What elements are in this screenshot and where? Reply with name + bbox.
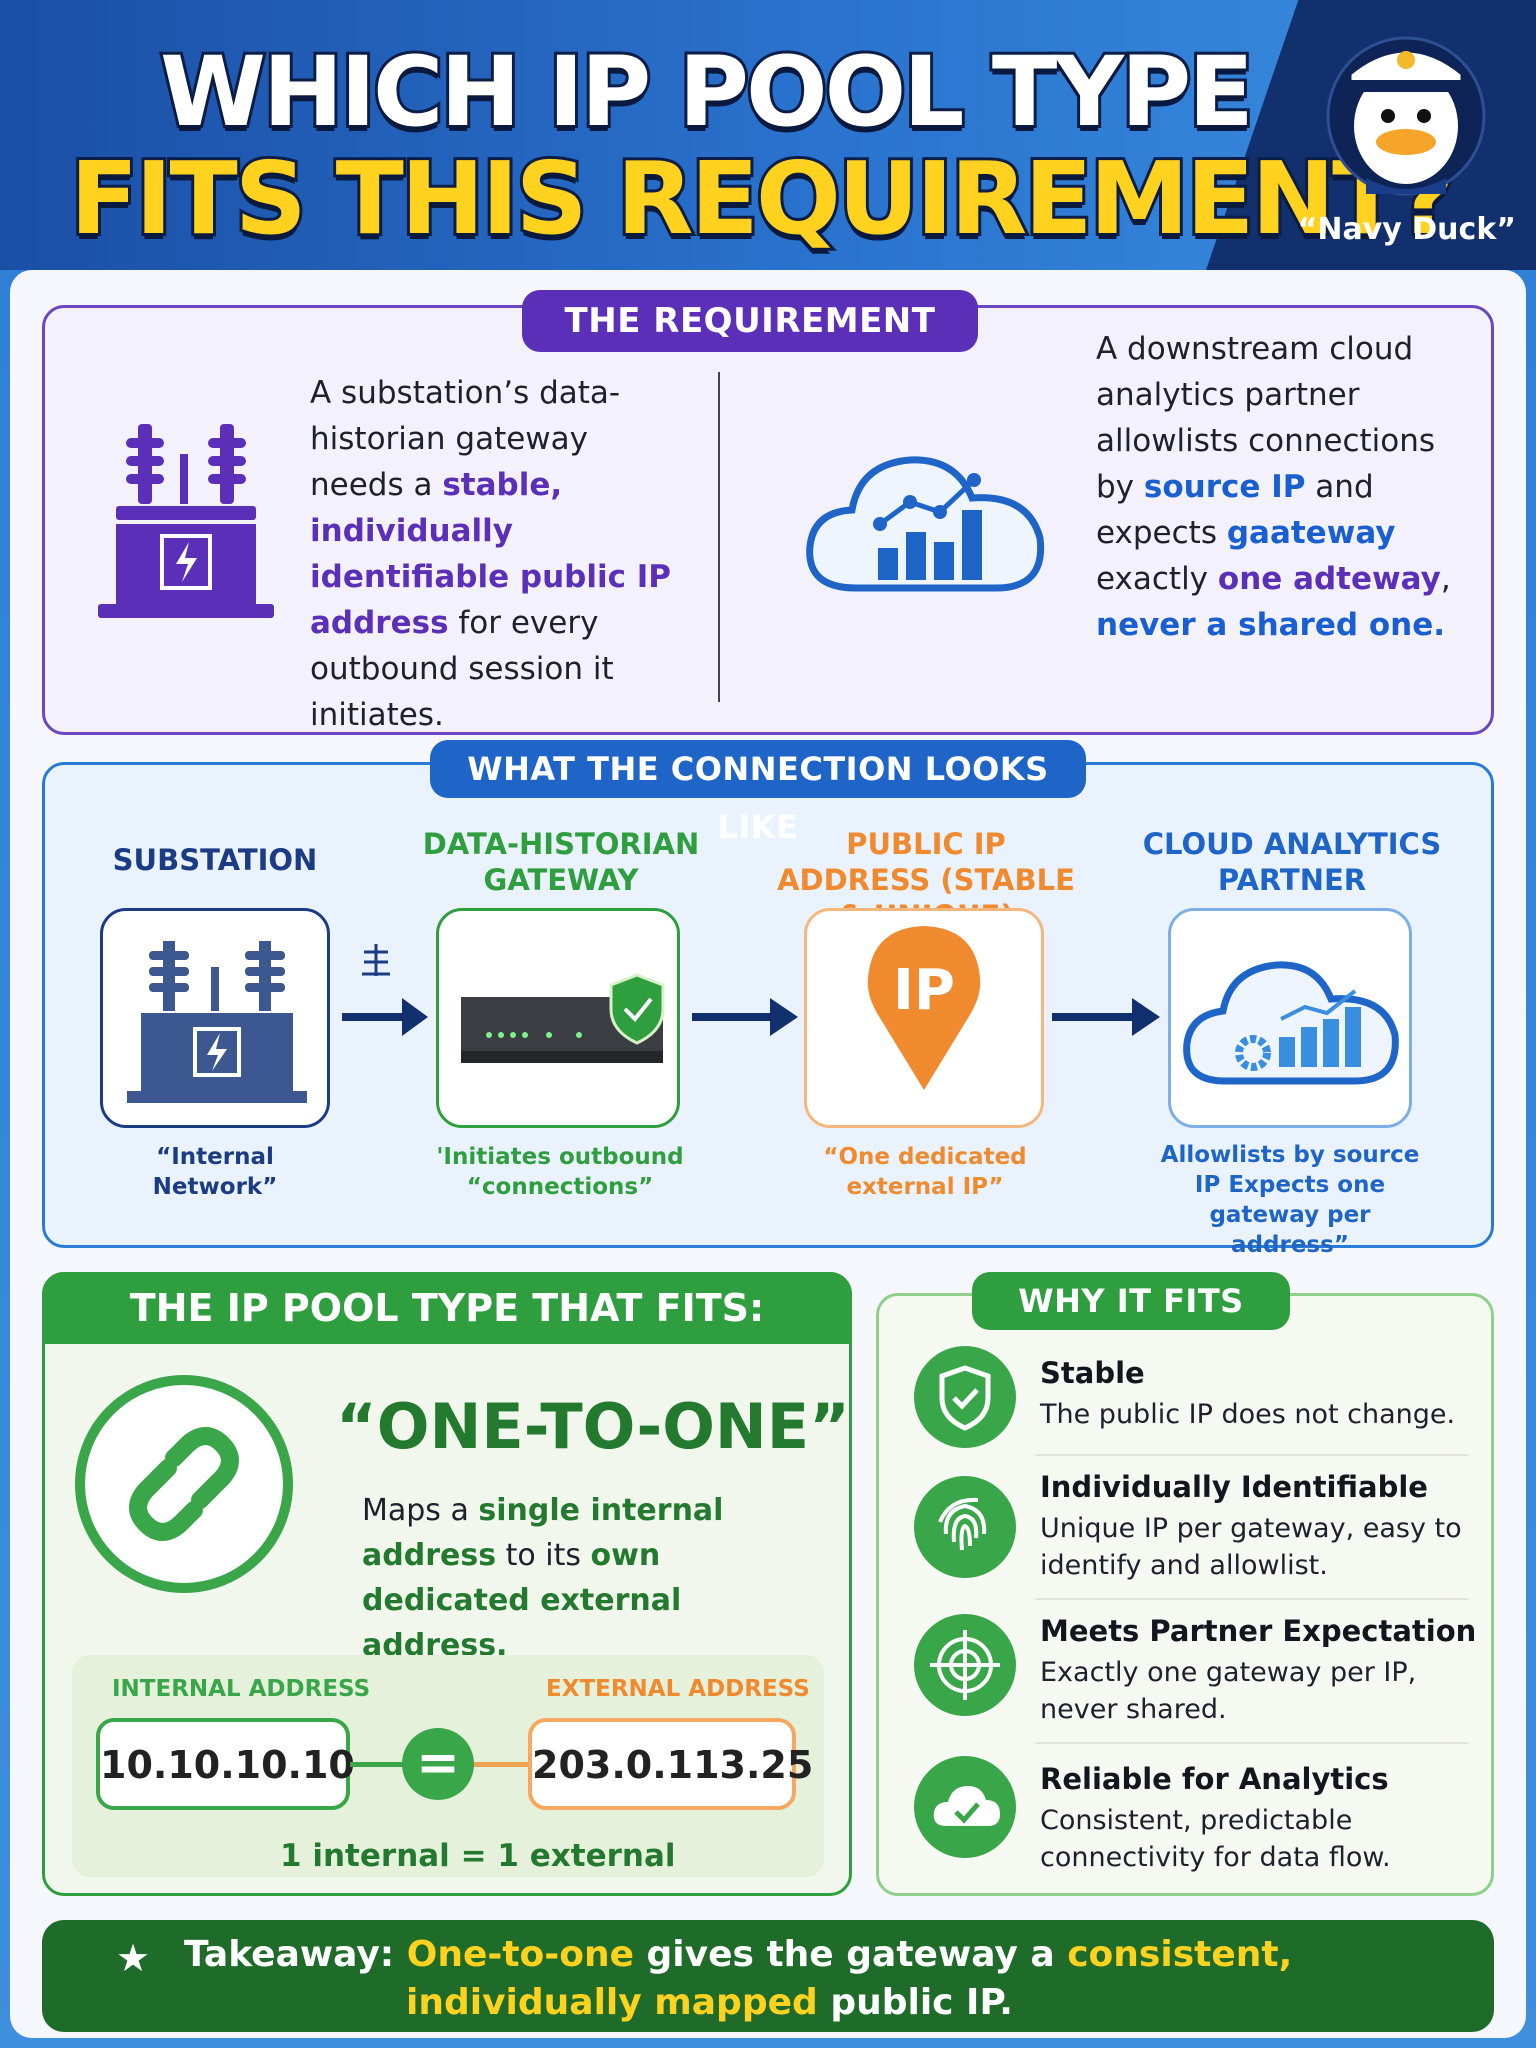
stage-cloud-caption: Allowlists by source IP Expects one gate… bbox=[1160, 1142, 1420, 1258]
cloud-analytics-icon bbox=[796, 438, 1056, 606]
req-right-garbled-1: gaateway bbox=[1226, 515, 1396, 551]
internal-address-value: 10.10.10.10 bbox=[96, 1718, 355, 1810]
ip-pin-text: IP bbox=[893, 958, 955, 1023]
arrow-right-icon bbox=[692, 998, 798, 1036]
router-device-icon bbox=[461, 973, 665, 1063]
title-line-2: FITS THIS REQUIREMENT? bbox=[67, 137, 1458, 260]
arrow-right-icon bbox=[1052, 998, 1160, 1036]
internal-address-label: INTERNAL ADDRESS bbox=[112, 1676, 371, 1702]
why-heading: WHY IT FITS bbox=[972, 1272, 1290, 1330]
antenna-icon bbox=[356, 940, 396, 980]
stage-cloud-box bbox=[1168, 908, 1412, 1128]
pool-type-description: Maps a single internal address to its ow… bbox=[362, 1488, 832, 1668]
req-left-part2: for every outbound session it initiates. bbox=[310, 605, 614, 733]
why-item-stable-text: The public IP does not change. bbox=[1040, 1399, 1456, 1430]
req-left-highlight: stable, individually identifiable public… bbox=[310, 467, 672, 641]
pool-type-name: “ONE-TO-ONE” bbox=[336, 1390, 850, 1463]
requirement-heading: THE REQUIREMENT bbox=[522, 290, 978, 352]
fits-desc-part1: Maps a bbox=[362, 1493, 479, 1528]
why-separator bbox=[1036, 1454, 1468, 1456]
star-icon: ★ bbox=[116, 1936, 151, 1980]
why-item-identifiable-text: Unique IP per gateway, easy to identify … bbox=[1040, 1513, 1462, 1581]
stage-substation-box bbox=[100, 908, 330, 1128]
equals-icon: = bbox=[402, 1728, 474, 1800]
requirement-panel bbox=[42, 305, 1494, 735]
stage-substation-label: SUBSTATION bbox=[112, 843, 318, 877]
why-item-reliable-title: Reliable for Analytics bbox=[1040, 1762, 1389, 1796]
title-line-1: WHICH IP POOL TYPE bbox=[157, 33, 1257, 151]
takeaway-prefix: Takeaway: bbox=[184, 1934, 407, 1975]
req-right-part3: exactly bbox=[1096, 561, 1218, 597]
req-right-highlight-never-shared: never a shared one. bbox=[1096, 607, 1446, 643]
requirement-left-text: A substation’s data-historian gateway ne… bbox=[310, 370, 690, 738]
why-item-partner-title: Meets Partner Expectation bbox=[1040, 1614, 1477, 1648]
takeaway-line-2: individually mapped public IP. bbox=[406, 1982, 1013, 2023]
takeaway-highlight-1: One-to-one bbox=[406, 1934, 634, 1975]
takeaway-mid: gives the gateway a bbox=[633, 1934, 1068, 1975]
stage-gateway-box bbox=[436, 908, 680, 1128]
req-right-part2: and expects bbox=[1096, 469, 1374, 551]
cloud-analytics-gear-icon bbox=[1183, 961, 1399, 1085]
fits-heading: THE IP POOL TYPE THAT FITS: bbox=[42, 1272, 852, 1344]
shield-check-icon bbox=[914, 1346, 1016, 1448]
why-item-identifiable-title: Individually Identifiable bbox=[1040, 1470, 1428, 1504]
navy-duck-mascot-icon bbox=[1316, 18, 1496, 198]
why-separator bbox=[1036, 1742, 1468, 1744]
fingerprint-icon bbox=[914, 1476, 1016, 1578]
substation-icon bbox=[127, 941, 307, 1103]
requirement-right-text: A downstream cloud analytics partner all… bbox=[1096, 326, 1476, 648]
connection-heading: WHAT THE CONNECTION LOOKS LIKE bbox=[430, 740, 1086, 846]
stage-gateway-label: DATA-HISTORIAN GATEWAY bbox=[422, 827, 700, 897]
req-left-part1: A substation’s data-historian gateway ne… bbox=[310, 375, 621, 503]
req-right-highlight-source-ip: source IP bbox=[1143, 469, 1306, 505]
req-right-part1: A downstream cloud analytics partner all… bbox=[1096, 331, 1436, 505]
target-icon bbox=[914, 1614, 1016, 1716]
requirement-divider bbox=[718, 372, 720, 702]
cloud-check-icon bbox=[914, 1756, 1016, 1858]
chain-link-icon bbox=[72, 1372, 296, 1596]
mapping-equation: 1 internal = 1 external bbox=[280, 1838, 676, 1874]
external-address-value: 203.0.113.25 bbox=[528, 1718, 813, 1810]
stage-public-ip-caption: “One dedicated external IP” bbox=[823, 1144, 1027, 1200]
why-item-reliable-text: Consistent, predictable connectivity for… bbox=[1040, 1805, 1391, 1873]
fits-desc-highlight-2: own dedicated external address. bbox=[362, 1538, 682, 1663]
stage-cloud-label: CLOUD ANALYTICS PARTNER bbox=[1142, 827, 1442, 897]
stage-substation-caption: “Internal Network” bbox=[152, 1144, 278, 1200]
takeaway-banner bbox=[42, 1920, 1494, 2032]
fits-desc-part2: to its bbox=[496, 1538, 591, 1573]
stage-gateway-caption: 'Initiates outbound “connections” bbox=[436, 1144, 684, 1200]
fits-desc-highlight-1: single internal address bbox=[362, 1493, 724, 1573]
why-item-partner-text: Exactly one gateway per IP, never shared… bbox=[1040, 1657, 1417, 1725]
why-separator bbox=[1036, 1598, 1468, 1600]
takeaway-suffix: public IP. bbox=[817, 1982, 1013, 2023]
takeaway-line-1: Takeaway: One-to-one gives the gateway a… bbox=[184, 1934, 1292, 1975]
mascot-caption: “Navy Duck” bbox=[1297, 212, 1516, 247]
location-pin-icon bbox=[867, 926, 981, 1090]
arrow-right-icon bbox=[342, 998, 428, 1036]
external-address-label: EXTERNAL ADDRESS bbox=[546, 1676, 810, 1702]
substation-icon bbox=[96, 414, 276, 624]
req-right-part4: , bbox=[1440, 561, 1451, 597]
req-right-garbled-2: one adteway bbox=[1217, 561, 1441, 597]
takeaway-highlight-3: individually mapped bbox=[406, 1982, 818, 2023]
why-item-stable-title: Stable bbox=[1040, 1356, 1145, 1390]
takeaway-highlight-2: consistent, bbox=[1067, 1934, 1293, 1975]
